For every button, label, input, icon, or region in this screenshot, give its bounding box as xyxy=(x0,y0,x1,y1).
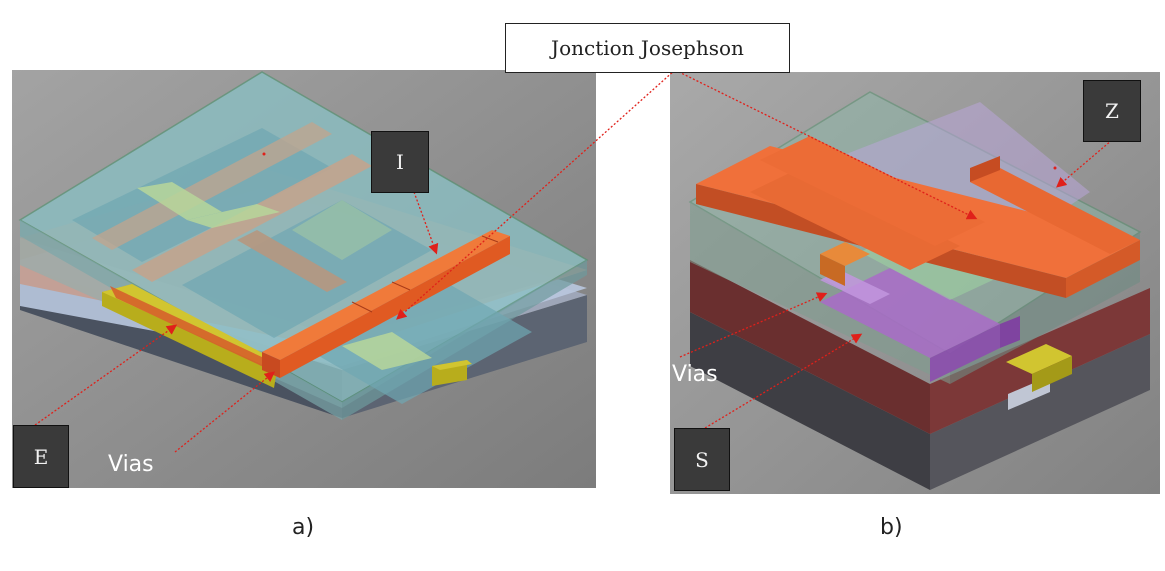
panel-a-3d-structure xyxy=(12,70,596,488)
caption-a: a) xyxy=(292,515,315,540)
label-s-text: S xyxy=(695,447,709,472)
label-box-i: I xyxy=(371,131,429,193)
label-i-text: I xyxy=(396,150,404,174)
yellow-block-b xyxy=(1006,344,1072,392)
panel-a-drawing xyxy=(12,70,596,488)
junction-label-box: Jonction Josephson xyxy=(505,23,790,73)
marker-dot xyxy=(262,152,266,156)
junction-label-text: Jonction Josephson xyxy=(551,36,744,60)
vias-label-b: Vias xyxy=(672,362,718,387)
label-z-text: Z xyxy=(1105,99,1119,123)
label-e-text: E xyxy=(33,444,49,469)
label-box-e: E xyxy=(13,425,69,488)
green-strips xyxy=(137,182,432,370)
label-box-z: Z xyxy=(1083,80,1141,142)
red-thin-strip xyxy=(110,286,270,370)
label-box-s: S xyxy=(674,428,730,491)
caption-b: b) xyxy=(880,515,903,540)
marker-dot-b xyxy=(1053,166,1057,170)
vias-label-a: Vias xyxy=(108,452,154,477)
